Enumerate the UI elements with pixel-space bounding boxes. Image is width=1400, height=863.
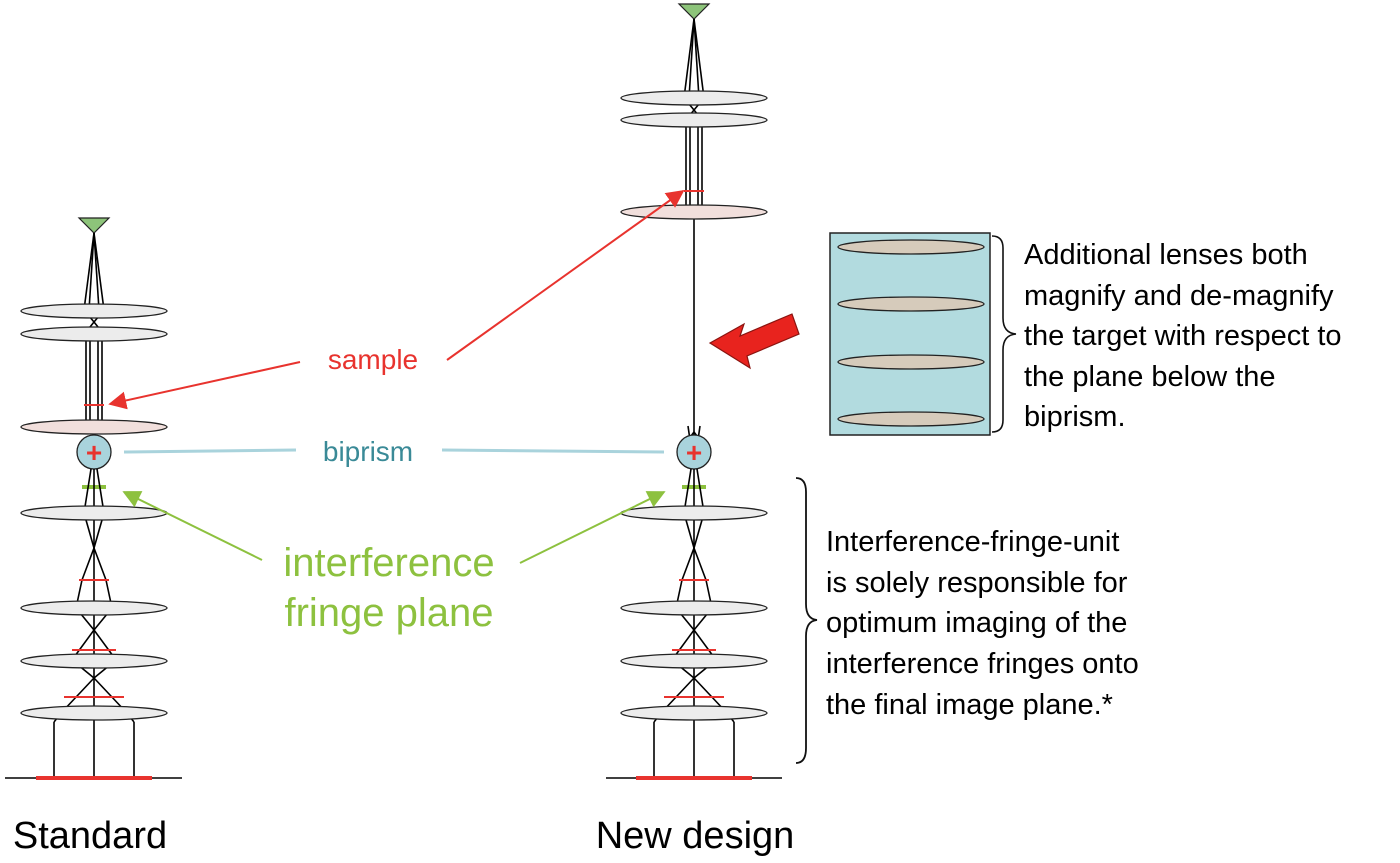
lens-5-standard	[20, 600, 168, 616]
condenser-lens-1-new	[620, 90, 768, 106]
note-b-line-4: interference fringes onto	[826, 648, 1139, 680]
lens-4-standard	[20, 505, 168, 521]
fringe-annotation: interference fringe plane	[122, 491, 666, 635]
biprism-new: +	[676, 434, 712, 470]
condenser-lens-2-new	[620, 112, 768, 128]
added-lens-3	[837, 354, 985, 370]
added-lens-2	[837, 296, 985, 312]
biprism-connector-left	[123, 448, 297, 454]
condenser-lens-2-standard	[20, 326, 168, 342]
note-a-line-5: biprism.	[1024, 401, 1126, 433]
lens-5-new	[620, 600, 768, 616]
biprism-plus-standard: +	[86, 437, 102, 468]
note-b-line-1: Interference-fringe-unit	[826, 526, 1119, 558]
condenser-lens-1-standard	[20, 303, 168, 319]
additional-lenses-note: Additional lenses both magnify and de-ma…	[1024, 239, 1342, 433]
electron-source-new	[677, 3, 711, 20]
lens-6-standard	[20, 653, 168, 669]
standard-column: +	[5, 217, 182, 780]
note-a-line-3: the target with respect to	[1024, 320, 1342, 352]
added-lens-1	[837, 239, 985, 255]
fringe-arrow-to-standard	[122, 491, 263, 561]
biprism-standard: +	[76, 434, 112, 470]
sample-annotation: sample	[108, 189, 685, 410]
sample-arrow-to-new	[446, 189, 685, 361]
new-design-caption: New design	[596, 815, 795, 857]
note-a-line-1: Additional lenses both	[1024, 239, 1308, 271]
biprism-connector-right	[441, 448, 665, 454]
lens-7-standard	[20, 705, 168, 721]
note-b-line-5: the final image plane.*	[826, 689, 1113, 721]
fringe-label-line2: fringe plane	[284, 591, 493, 635]
insert-pointer-arrow	[708, 313, 800, 370]
brace-interference-unit	[795, 477, 818, 764]
standard-caption: Standard	[13, 815, 167, 857]
sample-arrow-to-standard	[108, 361, 301, 410]
lens-6-new	[620, 653, 768, 669]
brace-additional-lenses	[991, 235, 1017, 433]
biprism-annotation: biprism	[123, 436, 665, 467]
new-design-column: +	[606, 3, 782, 780]
fringe-label-line1: interference	[283, 541, 494, 585]
fringe-arrow-to-new	[519, 491, 666, 564]
rays-new-upper	[683, 18, 705, 441]
lens-4-new	[620, 505, 768, 521]
note-b-line-3: optimum imaging of the	[826, 607, 1127, 639]
electron-source-standard	[77, 217, 111, 234]
lens-7-new	[620, 705, 768, 721]
sample-label: sample	[328, 344, 418, 375]
biprism-plus-new: +	[686, 437, 702, 468]
objective-lens-standard	[20, 419, 168, 435]
objective-lens-new	[620, 204, 768, 220]
note-a-line-2: magnify and de-magnify	[1024, 280, 1334, 312]
interference-unit-note: Interference-fringe-unit is solely respo…	[826, 526, 1139, 721]
note-a-line-4: the plane below the	[1024, 361, 1276, 393]
added-lens-4	[837, 411, 985, 427]
biprism-label: biprism	[323, 436, 413, 467]
note-b-line-2: is solely responsible for	[826, 567, 1128, 599]
additional-lenses-box	[829, 232, 991, 436]
